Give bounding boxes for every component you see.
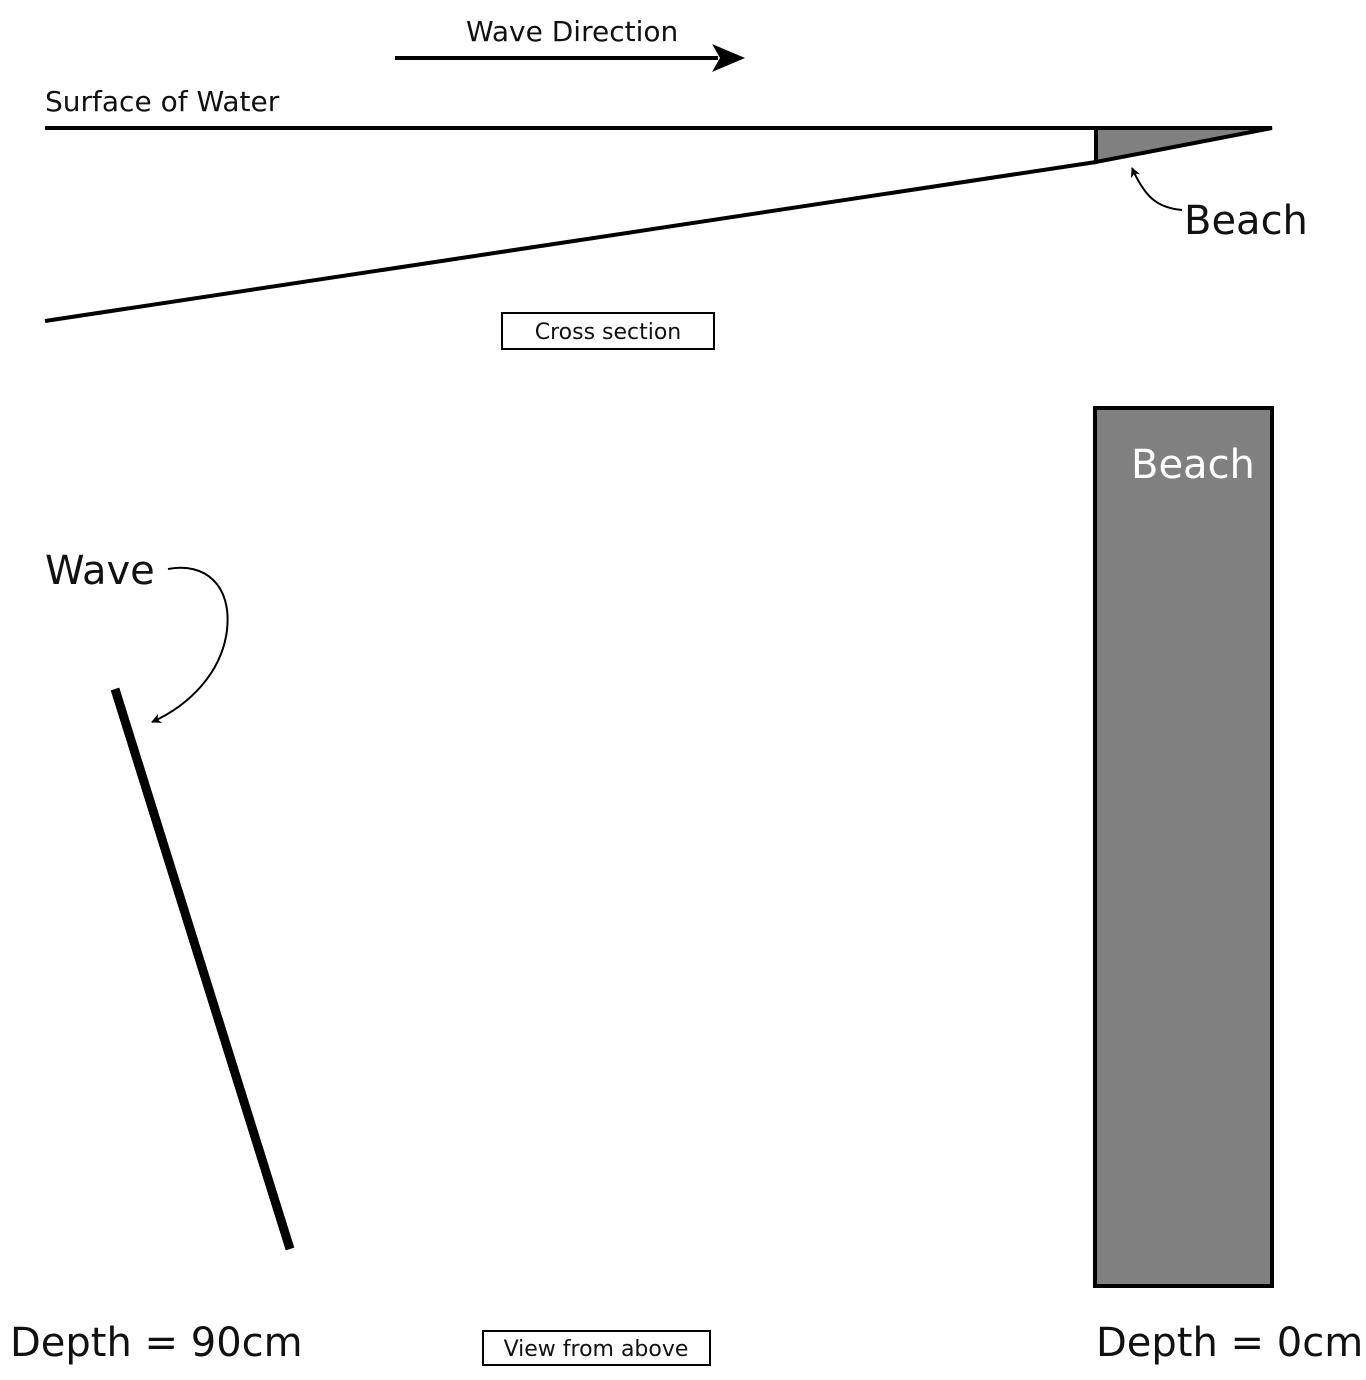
- beach-wedge: [1094, 126, 1273, 165]
- top-view-caption-box: View from above: [482, 1330, 711, 1366]
- sea-floor-line: [44, 160, 1097, 323]
- cross-section-caption: Cross section: [535, 320, 682, 345]
- beach-pointer-arrow: [1131, 167, 1183, 211]
- wave-label: Wave: [45, 548, 155, 594]
- wave-pointer-arrow: [151, 566, 229, 723]
- beach-strip: [1093, 406, 1274, 1288]
- wave-direction-arrow: [395, 44, 745, 72]
- wave-direction-label: Wave Direction: [466, 15, 678, 48]
- surface-of-water-label: Surface of Water: [45, 85, 280, 118]
- depth-left-label: Depth = 90cm: [10, 1320, 303, 1366]
- top-view-caption: View from above: [504, 1337, 689, 1362]
- top-view-panel: Beach Wave Depth = 90cm Depth = 0cm View…: [10, 406, 1363, 1366]
- beach-label-cross-section: Beach: [1184, 198, 1308, 244]
- wave-front-line: [110, 687, 295, 1251]
- depth-right-label: Depth = 0cm: [1096, 1320, 1363, 1366]
- cross-section-caption-box: Cross section: [501, 312, 715, 350]
- cross-section-panel: Wave Direction Surface of Water Beach Cr…: [44, 15, 1308, 350]
- beach-label-top-view: Beach: [1131, 442, 1255, 488]
